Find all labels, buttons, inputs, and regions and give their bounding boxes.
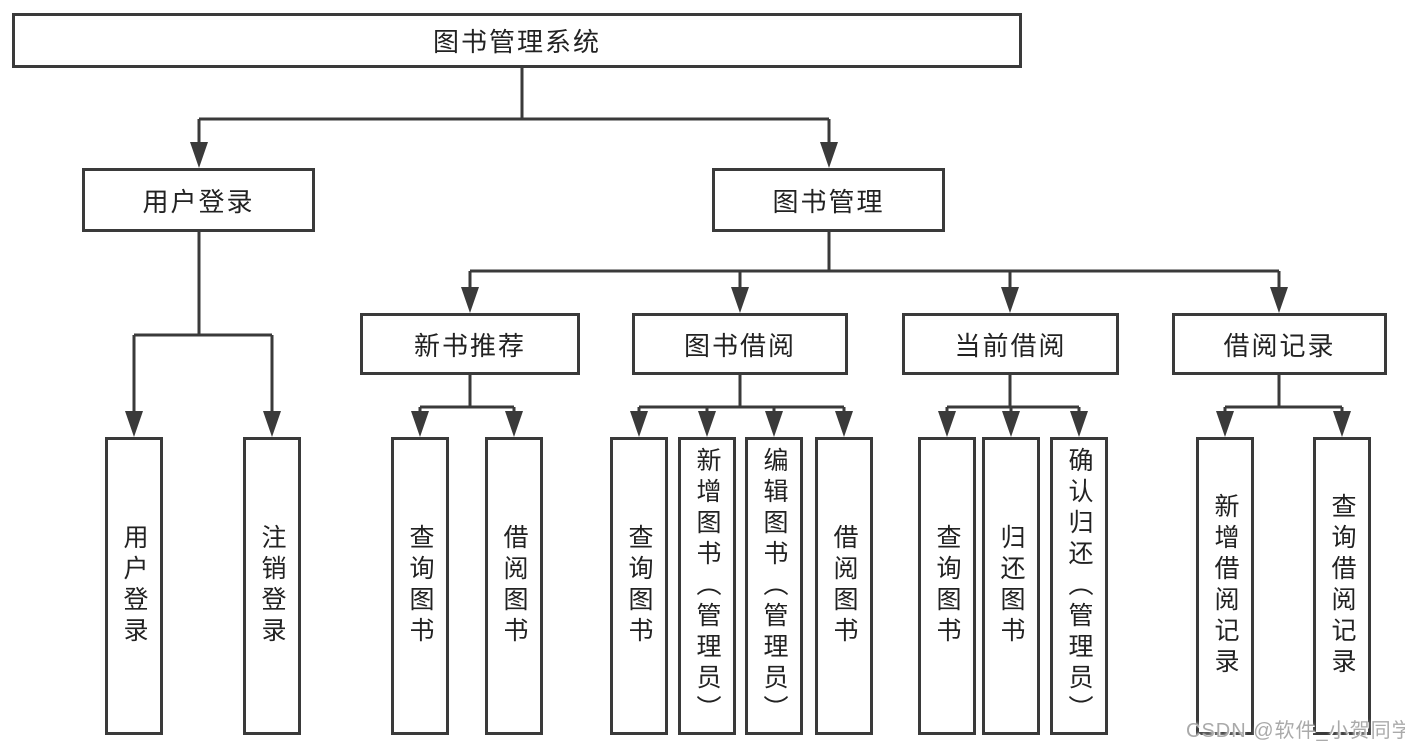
- node-new-book-recommend: 新书推荐: [360, 313, 580, 375]
- node-borrow-records: 借阅记录: [1172, 313, 1387, 375]
- node-book-management: 图书管理: [712, 168, 945, 232]
- leaf-current-confirm-return-admin: 确认归还（管理员）: [1050, 437, 1108, 735]
- leaf-borrowing-add-books-admin: 新增图书（管理员）: [678, 437, 736, 735]
- leaf-current-return-books: 归还图书: [982, 437, 1040, 735]
- leaf-records-query-borrow-record: 查询借阅记录: [1313, 437, 1371, 735]
- csdn-watermark: CSDN @软件_小贺同学: [1186, 720, 1405, 742]
- leaf-current-query-books: 查询图书: [918, 437, 976, 735]
- connector-lines: [132, 68, 1344, 413]
- connector-arrowheads: [125, 142, 1351, 437]
- node-current-borrowing: 当前借阅: [902, 313, 1119, 375]
- leaf-records-add-borrow-record: 新增借阅记录: [1196, 437, 1254, 735]
- leaf-user-login: 用户登录: [105, 437, 163, 735]
- leaf-borrowing-borrow-books: 借阅图书: [815, 437, 873, 735]
- leaf-recommend-query-books: 查询图书: [391, 437, 449, 735]
- leaf-logout: 注销登录: [243, 437, 301, 735]
- leaf-borrowing-edit-books-admin: 编辑图书（管理员）: [745, 437, 803, 735]
- leaf-borrowing-query-books: 查询图书: [610, 437, 668, 735]
- node-user-login: 用户登录: [82, 168, 315, 232]
- node-book-borrowing: 图书借阅: [632, 313, 848, 375]
- leaf-recommend-borrow-books: 借阅图书: [485, 437, 543, 735]
- node-library-management-system: 图书管理系统: [12, 13, 1022, 68]
